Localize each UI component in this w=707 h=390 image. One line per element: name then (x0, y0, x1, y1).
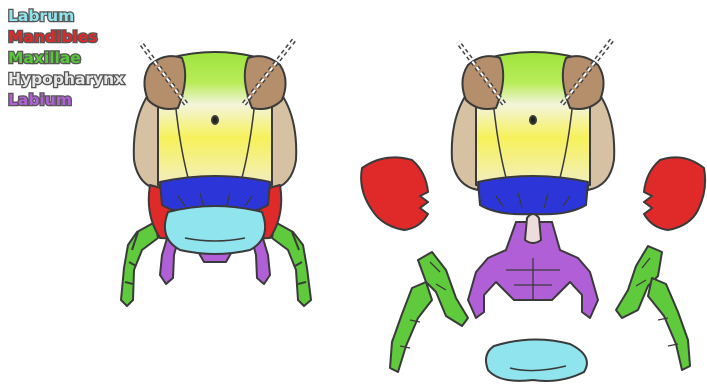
clypeus-split (478, 176, 588, 214)
assembled-head (121, 40, 311, 306)
eye-right-assembled (245, 56, 286, 109)
mandible-left-split (361, 157, 428, 230)
hypopharynx-split (525, 214, 541, 243)
disassembled-head (361, 40, 705, 381)
eye-left-assembled (144, 56, 185, 109)
labrum-assembled (165, 206, 265, 254)
maxilla-right-split (616, 246, 690, 370)
maxilla-left-split (390, 252, 468, 372)
labrum-split (486, 339, 587, 381)
eye-right-split (563, 56, 604, 109)
maxilla-left-assembled (121, 222, 158, 306)
maxilla-right-assembled (272, 222, 311, 306)
eye-left-split (462, 56, 503, 109)
mandible-right-split (644, 157, 705, 230)
